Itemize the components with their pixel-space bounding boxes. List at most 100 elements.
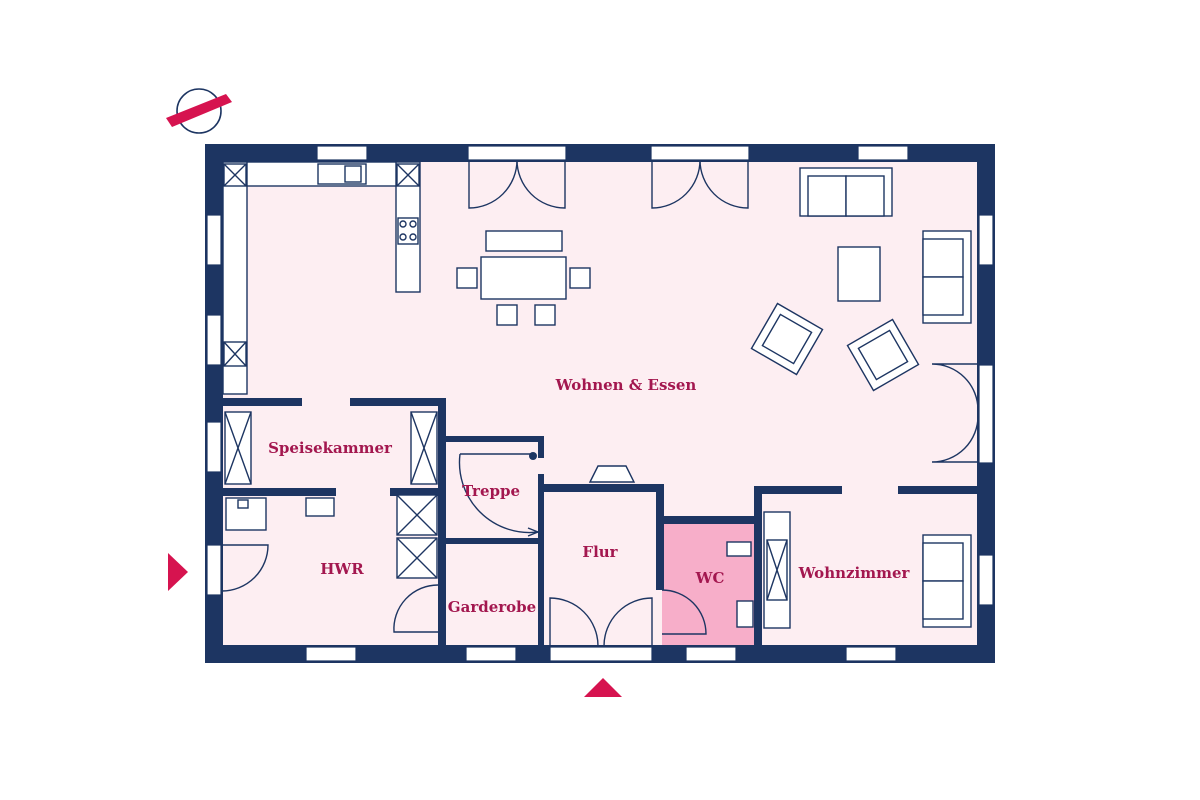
stair-post (529, 452, 537, 460)
wall-interior (538, 436, 544, 458)
sofa-cushion (922, 276, 964, 316)
door-swing (221, 544, 269, 592)
window (978, 364, 994, 464)
coffee-table (837, 246, 881, 302)
wall-interior (898, 486, 978, 494)
entrance-arrow-icon (168, 553, 188, 591)
wohnzimmer-furniture (763, 511, 972, 629)
wall-interior (390, 488, 438, 496)
window (978, 554, 994, 606)
interior-walls (222, 398, 978, 646)
door-swing (699, 159, 749, 209)
window (467, 145, 567, 161)
burner (399, 233, 407, 241)
door-swing (651, 159, 701, 209)
shelf-cross (410, 411, 438, 485)
burner (409, 233, 417, 241)
room-label-wc: WC (695, 569, 725, 587)
armchair (846, 318, 920, 392)
stair-arc (458, 453, 539, 534)
terrace-doors (468, 159, 979, 463)
hwr-fixtures (221, 494, 439, 633)
tv-unit-cross (766, 539, 788, 601)
door-swing (393, 584, 439, 633)
window (845, 646, 897, 662)
wall-interior (446, 436, 542, 442)
sofa-cushion (845, 175, 885, 217)
sofa-cushion (922, 542, 964, 582)
window (206, 214, 222, 266)
room-label-treppe: Treppe (462, 482, 520, 500)
utility-sink (305, 497, 335, 517)
room-label-hwr: HWR (320, 560, 364, 578)
dining-set (456, 230, 591, 326)
windows (206, 145, 994, 662)
stair-arrow (527, 527, 540, 537)
window (206, 544, 222, 596)
chair (496, 304, 518, 326)
sink (344, 165, 362, 183)
window (206, 314, 222, 366)
chair (569, 267, 591, 289)
compass-icon (166, 88, 232, 134)
burner (409, 220, 417, 228)
door-swing (516, 159, 566, 209)
pantry-shelves (224, 411, 438, 485)
room-label-wohnzimmer: Wohnzimmer (798, 564, 911, 582)
wall-interior (538, 474, 544, 646)
wall-interior (446, 538, 542, 544)
wc-fixtures (661, 541, 754, 635)
window (206, 421, 222, 473)
wall-interior (222, 488, 336, 496)
window (316, 145, 368, 161)
sideboard (485, 230, 563, 252)
wall-interior (222, 398, 302, 406)
door-swing (931, 363, 979, 411)
wall-interior (544, 484, 662, 492)
oven-cross (396, 163, 420, 187)
door-swing (661, 589, 707, 635)
room-label-flur: Flur (582, 543, 618, 561)
washer-cross (396, 494, 438, 536)
dining-table (480, 256, 567, 300)
living-furniture (750, 167, 972, 392)
window (305, 646, 357, 662)
wall-top (205, 144, 995, 162)
room-label-speisekammer: Speisekammer (268, 439, 393, 457)
wall-interior (350, 398, 446, 406)
room-label-garderobe: Garderobe (448, 598, 536, 616)
window (685, 646, 737, 662)
toilet (736, 600, 754, 628)
entrance-arrow-icon (584, 678, 622, 697)
burner (399, 220, 407, 228)
sofa-cushion (922, 580, 964, 620)
door-swing (603, 597, 653, 647)
sofa-cushion (807, 175, 847, 217)
window (978, 214, 994, 266)
wall-interior (662, 516, 760, 524)
dryer-cross (396, 537, 438, 579)
door-swing (931, 415, 979, 463)
window (465, 646, 517, 662)
shelf-cross (224, 411, 252, 485)
tall-unit-cross (223, 341, 247, 367)
armchair (750, 302, 824, 376)
chair (534, 304, 556, 326)
wall-interior (754, 486, 762, 646)
wall-left (205, 144, 223, 663)
wall-interior (656, 484, 664, 590)
wc-basin (726, 541, 752, 557)
room-label-wohnen-essen: Wohnen & Essen (555, 376, 697, 394)
washbasin-tap (237, 499, 249, 509)
window (857, 145, 909, 161)
sofa-cushion (922, 238, 964, 278)
fridge-cross (223, 163, 247, 187)
floor-main (222, 161, 980, 647)
wall-interior (760, 486, 842, 494)
stair-and-hall (458, 452, 653, 647)
kitchen (222, 161, 421, 395)
window (549, 646, 653, 662)
window (650, 145, 750, 161)
room-labels: Wohnen & Essen Speisekammer HWR Treppe G… (268, 376, 910, 616)
